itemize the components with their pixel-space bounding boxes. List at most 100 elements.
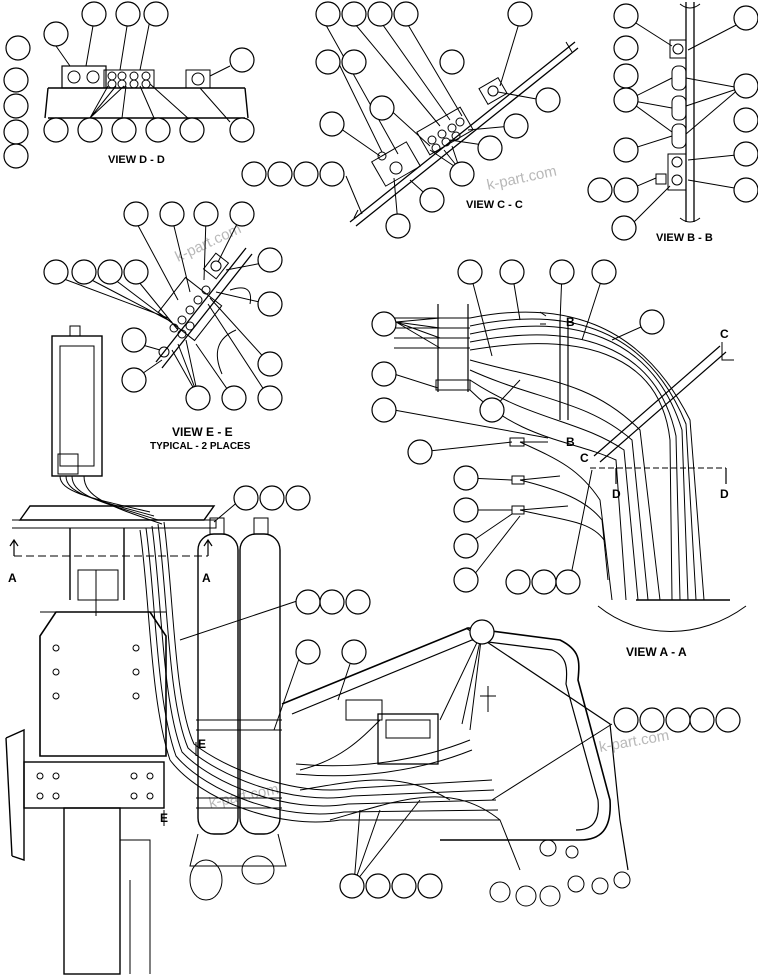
callout-bubble (341, 1, 367, 27)
callout-bubble (611, 215, 637, 241)
view-b-callouts (587, 3, 758, 241)
callout-bubble (453, 465, 479, 491)
callout-bubble (257, 385, 283, 411)
callout-bubble (5, 35, 31, 61)
callout-bubble (453, 497, 479, 523)
callout-bubble (111, 117, 137, 143)
callout-bubble (613, 35, 639, 61)
callout-bubble (591, 259, 617, 285)
view-a-callouts (371, 259, 665, 595)
callout-bubble (477, 135, 503, 161)
callout-bubble (123, 259, 149, 285)
watermark: k-part.com (598, 727, 671, 756)
view-c-title: VIEW C - C (466, 199, 523, 211)
callout-bubble (733, 177, 758, 203)
callout-bubble (257, 247, 283, 273)
section-mark-b: B (566, 315, 575, 329)
callout-bubble (639, 309, 665, 335)
section-mark-a: A (8, 571, 17, 585)
callout-bubble (143, 1, 169, 27)
callout-bubble (407, 439, 433, 465)
section-mark-a: A (202, 571, 211, 585)
callout-bubble (193, 201, 219, 227)
view-a-a (393, 271, 747, 632)
callout-bubble (613, 707, 639, 733)
callout-bubble (115, 1, 141, 27)
callout-bubble (295, 589, 321, 615)
section-mark-b: B (566, 435, 575, 449)
callout-bubble (81, 1, 107, 27)
callout-bubble (385, 213, 411, 239)
callout-bubble (689, 707, 715, 733)
section-mark-d: D (720, 487, 729, 501)
callout-bubble (503, 113, 529, 139)
callout-bubble (341, 49, 367, 75)
callout-bubble (419, 187, 445, 213)
callout-bubble (295, 639, 321, 665)
callout-bubble (77, 117, 103, 143)
callout-bubble (733, 107, 758, 133)
callout-bubble (43, 117, 69, 143)
callout-bubble (319, 161, 345, 187)
callout-bubble (505, 569, 531, 595)
callout-bubble (121, 367, 147, 393)
callout-bubble (293, 161, 319, 187)
callout-bubble (639, 707, 665, 733)
view-d-callouts (3, 1, 255, 169)
callout-bubble (3, 143, 29, 169)
callout-bubble (393, 1, 419, 27)
callout-bubble (365, 873, 391, 899)
callout-bubble (457, 259, 483, 285)
callout-bubble (97, 259, 123, 285)
callout-bubble (259, 485, 285, 511)
callout-bubble (123, 201, 149, 227)
callout-bubble (315, 49, 341, 75)
callout-bubble (43, 259, 69, 285)
section-mark-e: E (160, 811, 168, 825)
callout-bubble (469, 619, 495, 645)
watermark: k-part.com (173, 220, 244, 265)
section-mark-e: E (198, 737, 206, 751)
callout-bubble (345, 589, 371, 615)
callout-bubble (371, 397, 397, 423)
callout-bubble (613, 137, 639, 163)
callout-bubble (315, 1, 341, 27)
callout-bubble (341, 639, 367, 665)
section-mark-c: C (580, 451, 589, 465)
main-callouts (233, 485, 741, 899)
view-e-e (55, 217, 269, 397)
view-d-title: VIEW D - D (108, 154, 165, 166)
callout-bubble (319, 589, 345, 615)
callout-bubble (479, 397, 505, 423)
callout-bubble (715, 707, 741, 733)
callout-bubble (665, 707, 691, 733)
callout-bubble (229, 47, 255, 73)
callout-bubble (369, 95, 395, 121)
view-c-callouts (241, 1, 561, 239)
callout-bubble (3, 119, 29, 145)
view-d-d (44, 19, 249, 123)
callout-bubble (613, 3, 639, 29)
callout-bubble (587, 177, 613, 203)
callout-bubble (733, 73, 758, 99)
callout-bubble (319, 111, 345, 137)
callout-bubble (449, 161, 475, 187)
view-c-c (321, 17, 579, 227)
callout-bubble (159, 201, 185, 227)
callout-bubble (733, 5, 758, 31)
callout-bubble (185, 385, 211, 411)
watermark: k-part.com (485, 163, 558, 194)
callout-bubble (43, 21, 69, 47)
callout-bubble (145, 117, 171, 143)
callout-bubble (371, 361, 397, 387)
callout-bubble (453, 533, 479, 559)
callout-bubble (733, 141, 758, 167)
callout-bubble (453, 567, 479, 593)
callout-bubble (3, 67, 29, 93)
view-a-title: VIEW A - A (626, 645, 687, 659)
callout-bubble (339, 873, 365, 899)
callout-bubble (499, 259, 525, 285)
callout-bubble (549, 259, 575, 285)
